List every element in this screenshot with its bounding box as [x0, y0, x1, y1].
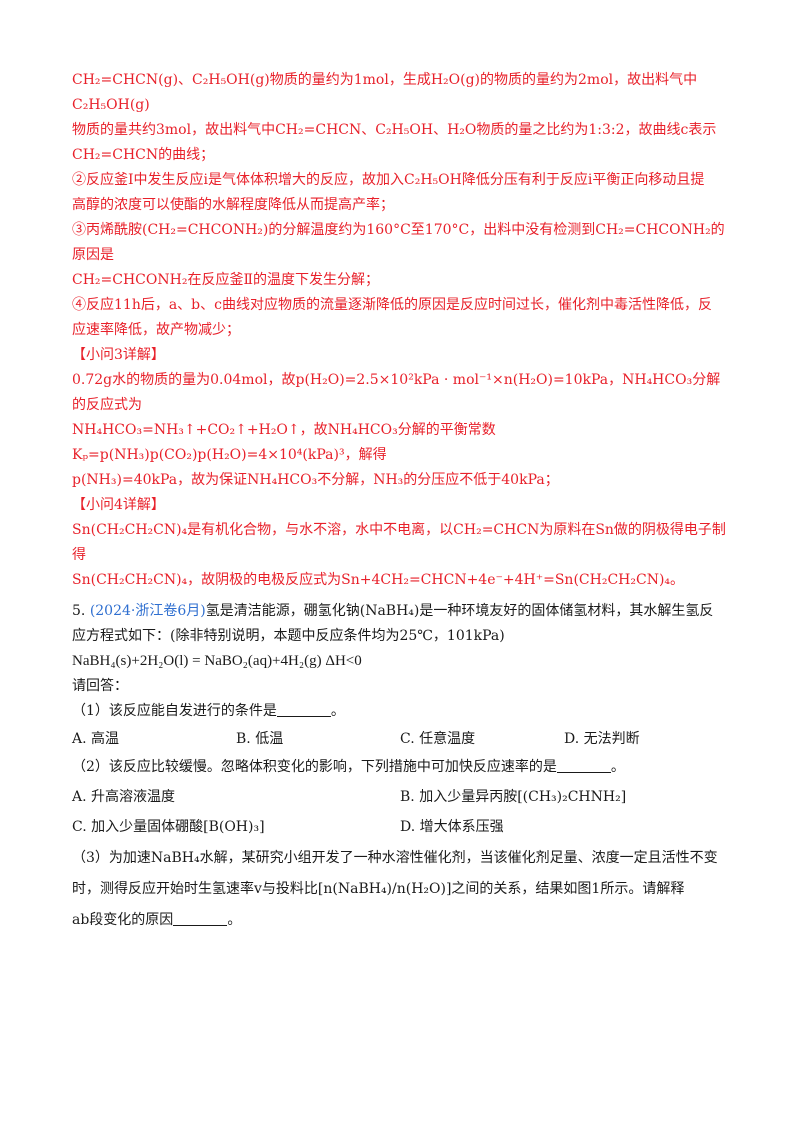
answer-line: Sn(CH₂CH₂CN)₄，故阴极的电极反应式为Sn+4CH₂=CHCN+4e⁻…: [72, 572, 685, 588]
question-5: 5. (2024·浙江卷6月)氢是清洁能源，硼氢化钠(NaBH₄)是一种环境友好…: [72, 599, 728, 933]
sub-question-3-line: 时，测得反应开始时生氢速率v与投料比[n(NaBH₄)/n(H₂O)]之间的关系…: [72, 881, 685, 897]
question-intro: 5. (2024·浙江卷6月)氢是清洁能源，硼氢化钠(NaBH₄)是一种环境友好…: [72, 599, 728, 624]
option-d: D. 无法判断: [564, 731, 640, 747]
question-prompt: 请回答：: [72, 678, 128, 694]
answer-blank: [173, 911, 228, 926]
answer-line: ④反应11h后，a、b、c曲线对应物质的流量逐渐降低的原因是反应时间过长，催化剂…: [72, 297, 712, 313]
option-a: A. 升高溶液温度: [72, 789, 176, 805]
question-number: 5.: [72, 603, 86, 619]
answer-line: CH₂=CHCONH₂在反应釜Ⅱ的温度下发生分解；: [72, 272, 379, 288]
question-intro-line: 应方程式如下：(除非特别说明，本题中反应条件均为25℃，101kPa): [72, 628, 505, 644]
option-c: C. 任意温度: [400, 731, 476, 747]
reaction-equation: NaBH₄(s)+2H₂O(l) = NaBO₂(aq)+4H₂(g) ΔH<0: [72, 653, 362, 669]
sub-question-1-options: A. 高温 B. 低温 C. 任意温度 D. 无法判断: [72, 727, 728, 752]
sub-question-2-options-row2: C. 加入少量固体硼酸[B(OH)₃] D. 增大体系压强: [72, 815, 728, 840]
question-intro-text: 氢是清洁能源，硼氢化钠(NaBH₄)是一种环境友好的固体储氢材料，其水解生氢反: [205, 603, 714, 619]
option-c: C. 加入少量固体硼酸[B(OH)₃]: [72, 819, 265, 835]
sub-question-2: （2）该反应比较缓慢。忽略体积变化的影响，下列措施中可加快反应速率的是。: [72, 758, 625, 775]
answer-line: CH₂=CHCN的曲线；: [72, 147, 215, 163]
answer-blank: [276, 702, 331, 717]
answer-blank: [556, 758, 611, 773]
answer-section: CH₂=CHCN(g)、C₂H₅OH(g)物质的量约为1mol，生成H₂O(g)…: [72, 68, 728, 593]
option-d: D. 增大体系压强: [400, 819, 504, 835]
page-content: CH₂=CHCN(g)、C₂H₅OH(g)物质的量约为1mol，生成H₂O(g)…: [72, 68, 728, 933]
answer-line: CH₂=CHCN(g)、C₂H₅OH(g)物质的量约为1mol，生成H₂O(g)…: [72, 72, 698, 113]
question-source: (2024·浙江卷6月): [89, 603, 206, 619]
answer-line: ②反应釜Ⅰ中发生反应i是气体体积增大的反应，故加入C₂H₅OH降低分压有利于反应…: [72, 172, 705, 188]
sub-question-3-line: ab段变化的原因。: [72, 911, 242, 928]
sub-question-3-line: （3）为加速NaBH₄水解，某研究小组开发了一种水溶性催化剂，当该催化剂足量、浓…: [72, 850, 718, 866]
sub-question-3-header: 【小问3详解】: [72, 347, 165, 363]
option-b: B. 低温: [236, 731, 284, 747]
sub-question-1: （1）该反应能自发进行的条件是。: [72, 702, 345, 719]
answer-line: 0.72g水的物质的量为0.04mol，故p(H₂O)=2.5×10²kPa ·…: [72, 372, 721, 413]
option-b: B. 加入少量异丙胺[(CH₃)₂CHNH₂]: [400, 789, 627, 805]
answer-line: p(NH₃)=40kPa，故为保证NH₄HCO₃不分解，NH₃的分压应不低于40…: [72, 472, 559, 488]
answer-line: Sn(CH₂CH₂CN)₄是有机化合物，与水不溶，水中不电离，以CH₂=CHCN…: [72, 522, 726, 563]
sub-question-2-options-row1: A. 升高溶液温度 B. 加入少量异丙胺[(CH₃)₂CHNH₂]: [72, 785, 728, 810]
answer-line: NH₄HCO₃=NH₃↑+CO₂↑+H₂O↑，故NH₄HCO₃分解的平衡常数Kₚ…: [72, 422, 496, 463]
answer-line: ③丙烯酰胺(CH₂=CHCONH₂)的分解温度约为160°C至170°C，出料中…: [72, 222, 725, 263]
sub-question-4-header: 【小问4详解】: [72, 497, 165, 513]
answer-line: 高醇的浓度可以使酯的水解程度降低从而提高产率；: [72, 197, 394, 213]
answer-line: 物质的量共约3mol，故出料气中CH₂=CHCN、C₂H₅OH、H₂O物质的量之…: [72, 122, 717, 138]
option-a: A. 高温: [72, 731, 120, 747]
answer-line: 应速率降低，故产物减少；: [72, 322, 240, 338]
